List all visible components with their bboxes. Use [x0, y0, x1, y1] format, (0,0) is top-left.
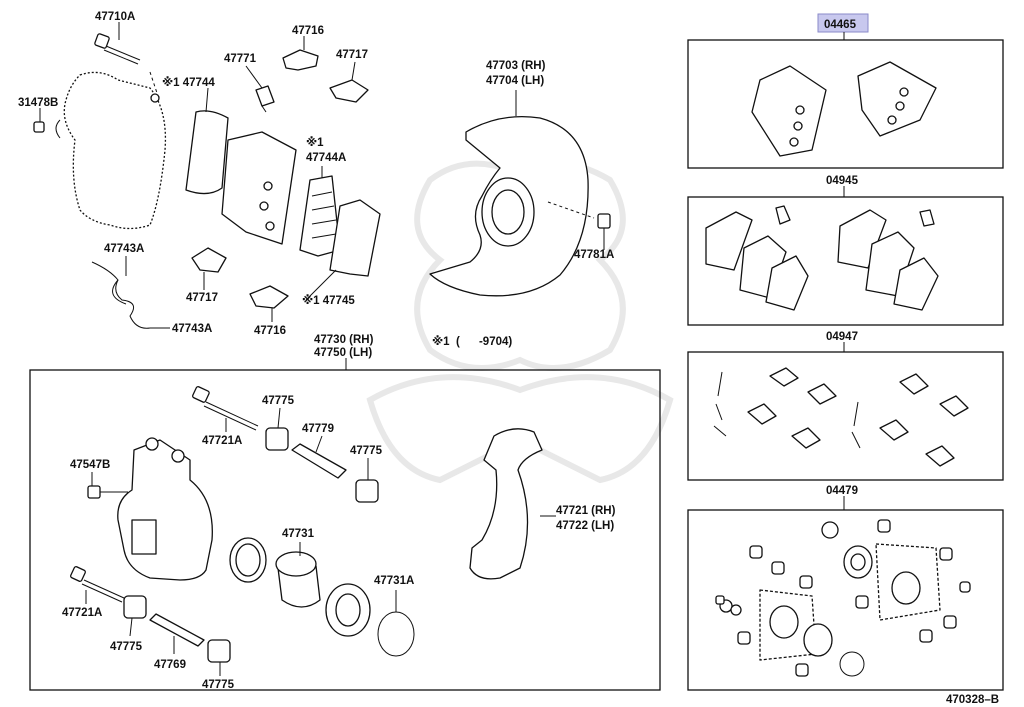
- label-04479[interactable]: 04479: [826, 485, 858, 497]
- slide-pin-47769[interactable]: [149, 613, 205, 647]
- mounting-47721[interactable]: [469, 428, 543, 580]
- kit-04947-frame[interactable]: [687, 351, 1004, 481]
- anti-squeal-shim-47744A[interactable]: [299, 175, 341, 257]
- piston-47731[interactable]: [275, 551, 321, 608]
- shim-47717-top[interactable]: [329, 79, 369, 103]
- label-47717-lower: 47717: [186, 292, 218, 304]
- kit-04945-frame[interactable]: [687, 196, 1004, 326]
- label-47704: 47704 (LH): [486, 75, 544, 87]
- clip-47771[interactable]: [255, 85, 275, 113]
- cylinder-body[interactable]: [117, 437, 213, 581]
- set-ring-47731A[interactable]: [377, 611, 415, 657]
- disc-brake-dust-cover-47703[interactable]: [429, 115, 589, 297]
- label-47775-lower: 47775: [202, 679, 235, 691]
- bleeder-plug-47547B[interactable]: [87, 485, 128, 499]
- kit-04465-frame[interactable]: [687, 39, 1004, 169]
- bleeder-31478B[interactable]: [33, 121, 45, 133]
- label-47730: 47730 (RH): [314, 334, 374, 346]
- label-04465[interactable]: 04465: [824, 19, 857, 31]
- label-47721A-lower: 47721A: [62, 607, 102, 619]
- shim-47716-lower[interactable]: [249, 285, 289, 309]
- caliper-cylinder-outline[interactable]: [55, 71, 167, 230]
- label-47743A-lower: 47743A: [172, 323, 212, 335]
- pad-kit-04465-pads: [751, 61, 937, 157]
- anti-squeal-shim-47744[interactable]: [185, 110, 229, 195]
- label-47731A: 47731A: [374, 575, 414, 587]
- seal-kit-04479-parts: [715, 519, 971, 677]
- label-04947[interactable]: 04947: [826, 331, 858, 343]
- label-47750: 47750 (LH): [314, 347, 372, 359]
- diagram-id: 470328–B: [946, 694, 999, 706]
- label-47745: ※1 47745: [302, 293, 355, 307]
- label-47775-right: 47775: [350, 445, 383, 457]
- label-47775-lower-left: 47775: [110, 641, 143, 653]
- label-47731: 47731: [282, 528, 315, 540]
- piston-seal-ring[interactable]: [229, 537, 267, 583]
- label-47744A: 47744A: [306, 152, 346, 164]
- wear-sensor-wire-47743A[interactable]: [91, 261, 151, 329]
- bolt-47710A[interactable]: [94, 33, 141, 65]
- label-47744: ※1 47744: [162, 75, 215, 89]
- label-47769: 47769: [154, 659, 186, 671]
- label-47721A-upper: 47721A: [202, 435, 242, 447]
- shim-47716-top[interactable]: [282, 49, 319, 71]
- label-04945[interactable]: 04945: [826, 175, 859, 187]
- label-47779: 47779: [302, 423, 334, 435]
- label-47547B: 47547B: [70, 459, 110, 471]
- cylinder-boot[interactable]: [325, 583, 371, 637]
- footnote-1: ※1 ( -9704): [432, 334, 512, 348]
- label-47722: 47722 (LH): [556, 520, 614, 532]
- label-47703: 47703 (RH): [486, 60, 546, 72]
- boot-47775-lower-left[interactable]: [123, 595, 147, 619]
- label-31478B: 31478B: [18, 97, 58, 109]
- boot-47775-lower[interactable]: [207, 639, 231, 663]
- caliper-assy-frame: [29, 369, 661, 691]
- label-47775-upper: 47775: [262, 395, 295, 407]
- kit-04479-frame[interactable]: [687, 509, 1004, 691]
- label-47717-top: 47717: [336, 49, 368, 61]
- label-47716-lower: 47716: [254, 325, 286, 337]
- bolt-47781A[interactable]: [597, 213, 611, 229]
- label-47781A: 47781A: [574, 249, 614, 261]
- label-47710A: 47710A: [95, 11, 135, 23]
- boot-47775-right[interactable]: [355, 479, 379, 503]
- bolt-47721A-lower[interactable]: [70, 566, 125, 603]
- shim-47717-lower[interactable]: [191, 247, 227, 273]
- highlight-04465: [817, 13, 869, 33]
- label-47771: 47771: [224, 53, 257, 65]
- brake-pad-inner[interactable]: [221, 131, 297, 245]
- label-47744A-note: ※1: [306, 135, 324, 149]
- label-47721: 47721 (RH): [556, 505, 616, 517]
- label-47743A-upper: 47743A: [104, 243, 144, 255]
- anti-squeal-shim-47745[interactable]: [329, 199, 381, 277]
- slide-pin-47779[interactable]: [291, 443, 347, 479]
- shim-kit-04945-parts: [705, 205, 939, 311]
- clip-kit-04947-parts: [713, 367, 969, 467]
- boot-47775-upper[interactable]: [265, 427, 289, 451]
- bolt-47721A-upper[interactable]: [192, 386, 259, 431]
- label-47716-top: 47716: [292, 25, 324, 37]
